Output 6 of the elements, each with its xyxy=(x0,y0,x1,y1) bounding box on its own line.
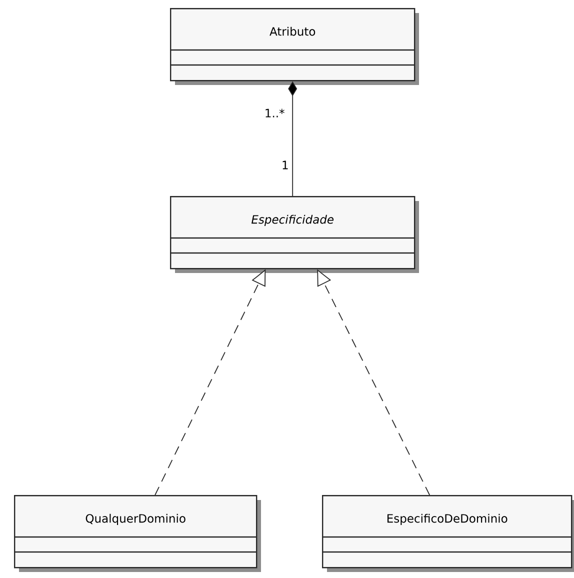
multiplicity-label: 1..* xyxy=(266,108,284,118)
class-box: EspecificoDeDominio xyxy=(322,495,574,572)
class-box: Atributo xyxy=(170,8,419,85)
multiplicity-label: 1 xyxy=(282,160,288,170)
class-box: Especificidade xyxy=(170,196,419,273)
class-box: QualquerDominio xyxy=(14,495,261,572)
